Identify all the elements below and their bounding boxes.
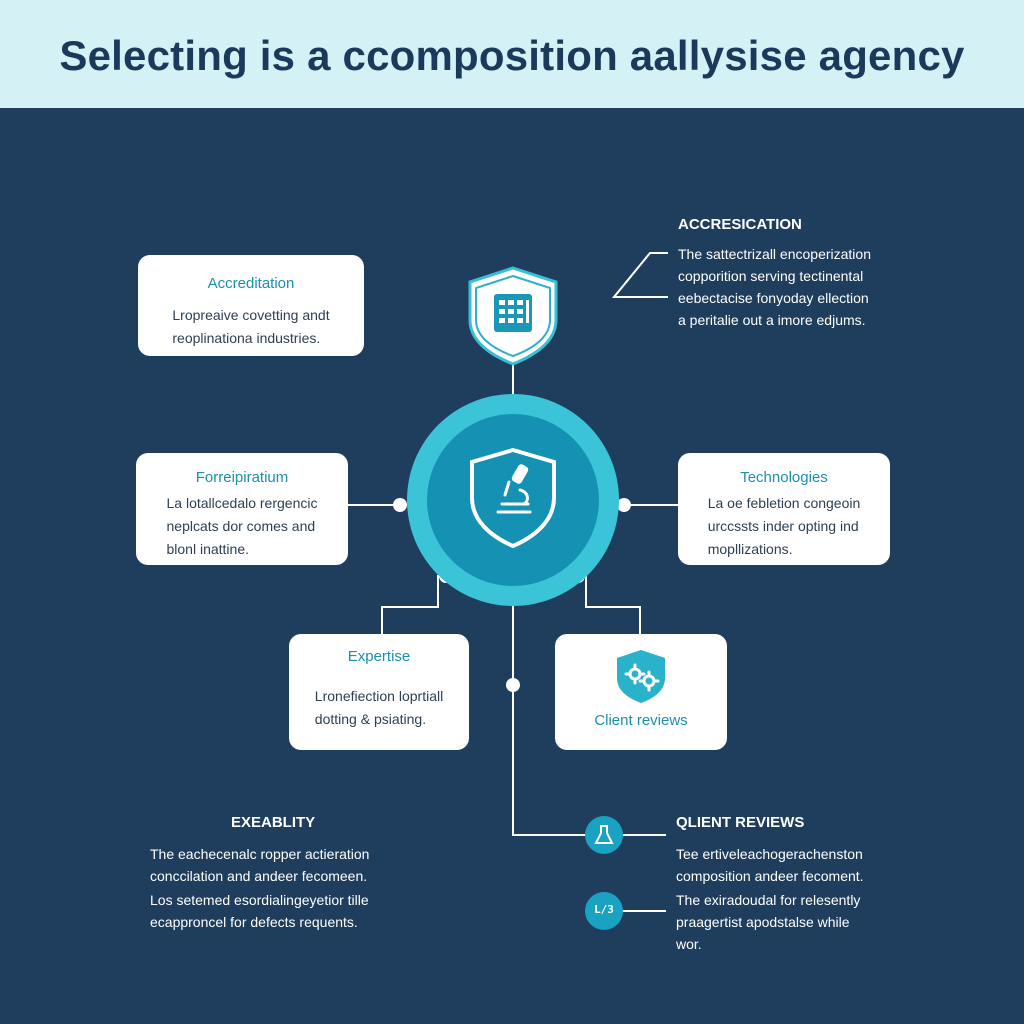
card-title: Accreditation [207,275,295,292]
card-line: La lotallcedalo rergencic [166,495,318,511]
section-line: composition andeer fecoment. [676,868,864,884]
card-line: Lropreaive covetting andt [172,307,330,323]
connector-expertise [381,575,446,636]
card-title: Client reviews [594,712,688,729]
card-technologies: Technologies La oe febletion congeoin ur… [678,453,890,565]
card-line: blonl inattine. [166,541,250,557]
callout-line: a peritalie out a imore edjums. [678,312,866,328]
card-line: reoplinationa industries. [172,330,321,346]
callout-text-accresication: The sattectrizall encoperization coppori… [678,243,871,331]
callout-line: copporition serving tectinental [678,268,864,284]
flask-icon [585,816,623,854]
callout-line: eebectacise fonyoday ellection [678,290,869,306]
section-text-qlient-reviews-2: The exiradoudal for relesently praagerti… [676,889,860,955]
section-line: Tee ertiveleachogerachenston [676,846,863,862]
section-text-exeablity-2: Los setemed esordialingeyetior tille eca… [150,889,369,933]
card-body: La oe febletion congeoin urccssts inder … [708,492,861,561]
badge-icon-2 [585,892,623,930]
callout-title-accresication: ACCRESICATION [678,216,802,233]
section-line: conccilation and andeer fecomeen. [150,868,368,884]
header-banner: Selecting is a ccomposition aallysise ag… [0,0,1024,108]
card-line: La oe febletion congeoin [707,495,861,511]
card-line: dotting & psiating. [314,711,427,727]
card-title: Technologies [740,469,828,486]
section-line: Los setemed esordialingeyetior tille [150,892,369,908]
card-expertise: Expertise Lronefiection loprtiall dottin… [289,634,469,750]
card-line: urccssts inder opting ind [707,518,859,534]
card-title: Expertise [347,648,411,665]
section-line: wor. [676,936,702,952]
node-dot-right [617,498,631,512]
section-title-exeablity: EXEABLITY [231,814,316,831]
section-title-qlient-reviews: QLIENT REVIEWS [676,814,805,831]
gears-shield-icon [617,650,665,703]
section-line: The exiradoudal for relesently [676,892,861,908]
card-client-reviews: Client reviews [555,634,727,750]
section-line: The eachecenalc ropper actieration [150,846,370,862]
central-hub [407,394,619,606]
connector-callout-top-right [611,252,668,298]
card-title: Forreipiratium [195,469,289,486]
section-text-exeablity-1: The eachecenalc ropper actieration concc… [150,843,369,887]
node-dot-left [393,498,407,512]
card-line: Lronefiection loprtiall [314,688,444,704]
section-line: ecapproncel for defects requents. [150,914,358,930]
microscope-shield-icon [496,464,532,514]
section-text-qlient-reviews-1: Tee ertiveleachogerachenston composition… [676,843,864,887]
page-title: Selecting is a ccomposition aallysise ag… [59,32,965,79]
card-body: La lotallcedalo rergencic neplcats dor c… [167,492,318,561]
badge-2-label: L/3 [594,903,614,916]
card-line: mopllizations. [707,541,793,557]
callout-line: The sattectrizall encoperization [678,246,871,262]
card-body: Lropreaive covetting andt reoplinationa … [172,304,329,350]
connector-client-reviews [578,575,641,636]
card-accreditation: Accreditation Lropreaive covetting andt … [138,255,364,356]
section-line: praagertist apodstalse while [676,914,850,930]
building-shield-icon [468,266,558,366]
card-line: neplcats dor comes and [166,518,316,534]
node-dot-bottom [506,678,520,692]
card-forreipiratium: Forreipiratium La lotallcedalo rergencic… [136,453,348,565]
card-body: Lronefiection loprtiall dotting & psiati… [315,685,443,731]
